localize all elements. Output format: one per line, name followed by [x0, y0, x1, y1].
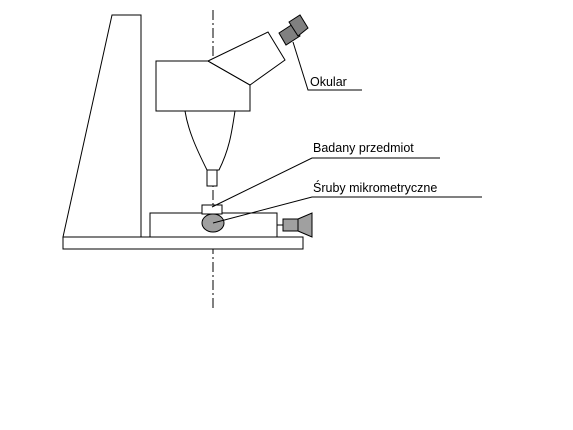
- stand-column: [62, 14, 142, 238]
- screws-leader: [212, 196, 482, 224]
- base-plate: [62, 236, 304, 250]
- objective-cone: [184, 110, 236, 171]
- microscope-head: [155, 60, 251, 112]
- ocular-eyecup: [288, 14, 309, 37]
- ocular-label: Okular: [310, 75, 347, 89]
- ocular-leader: [292, 41, 362, 91]
- specimen-leader: [211, 157, 440, 208]
- screws-label: Śruby mikrometryczne: [313, 180, 437, 195]
- objective-lens: [206, 169, 218, 187]
- micrometer-screw-knob: [277, 212, 313, 238]
- specimen: [201, 204, 223, 215]
- specimen-label: Badany przedmiot: [313, 141, 414, 155]
